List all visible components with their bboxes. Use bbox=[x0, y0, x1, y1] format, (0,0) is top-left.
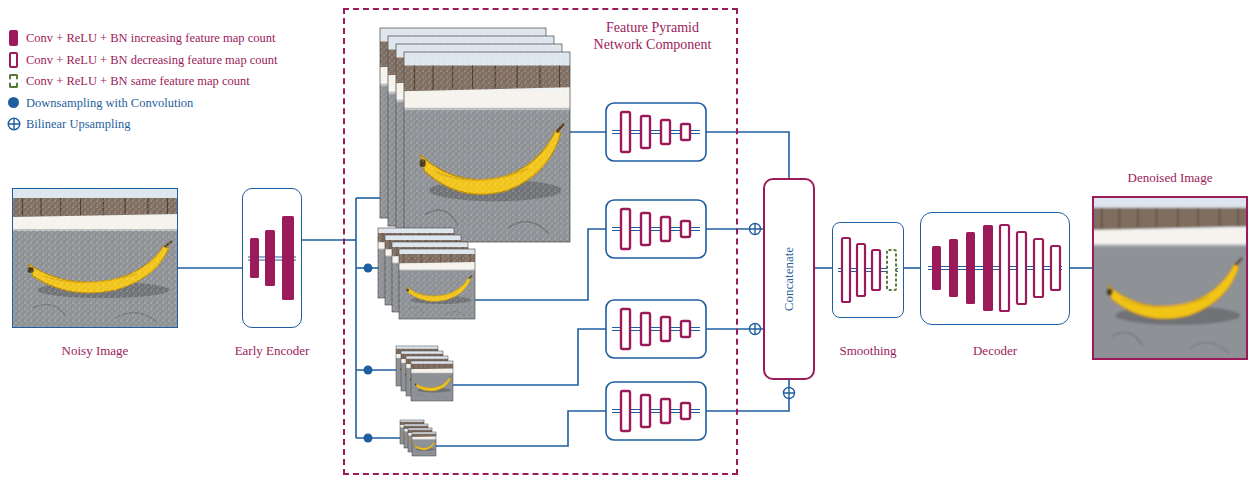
legend-swatch bbox=[9, 30, 18, 46]
encoder-layers bbox=[248, 216, 296, 300]
connector bbox=[302, 239, 343, 241]
pyramid-region: Feature Pyramid Network Component bbox=[343, 8, 738, 475]
decoder-layers bbox=[928, 225, 1062, 311]
legend-text: Conv + ReLU + BN decreasing feature map … bbox=[26, 52, 278, 68]
downsampling-dots bbox=[364, 264, 373, 443]
connector bbox=[904, 267, 920, 269]
connector bbox=[815, 267, 832, 269]
pyramid-blocks bbox=[606, 103, 706, 440]
legend-text: Conv + ReLU + BN increasing feature map … bbox=[26, 30, 275, 46]
connector bbox=[1070, 267, 1092, 269]
upsampling-icon bbox=[7, 117, 21, 131]
node-label: Early Encoder bbox=[235, 343, 310, 359]
smoothing-layers bbox=[838, 238, 898, 302]
node-label: Feature Pyramid Network Component bbox=[590, 20, 715, 54]
input-image-frame: Noisy Image bbox=[12, 188, 178, 328]
legend-row: Bilinear Upsampling bbox=[6, 115, 336, 133]
legend: Conv + ReLU + BN increasing feature map … bbox=[6, 29, 336, 141]
decoder-box: Decoder bbox=[920, 212, 1070, 325]
connector bbox=[178, 267, 242, 269]
legend-swatch bbox=[9, 74, 18, 88]
legend-swatch bbox=[7, 117, 21, 131]
legend-row: Conv + ReLU + BN same feature map count bbox=[6, 72, 336, 90]
feature-maps-small bbox=[396, 346, 453, 401]
feature-maps-large bbox=[380, 28, 570, 242]
feature-maps-tiny bbox=[400, 420, 436, 456]
smoothing-box: Smoothing bbox=[832, 222, 904, 318]
legend-text: Bilinear Upsampling bbox=[26, 116, 131, 132]
node-label: Concatenate bbox=[781, 247, 797, 311]
legend-row: Conv + ReLU + BN increasing feature map … bbox=[6, 29, 336, 47]
node-label: Denoised Image bbox=[1128, 170, 1213, 186]
encoder-box: Early Encoder bbox=[242, 188, 302, 328]
denoised-photo bbox=[1092, 196, 1248, 360]
concatenate-box: Concatenate bbox=[763, 178, 815, 380]
legend-text: Conv + ReLU + BN same feature map count bbox=[26, 73, 250, 89]
legend-swatch bbox=[8, 97, 19, 108]
output-image-frame: Denoised Image bbox=[1092, 196, 1248, 360]
node-label: Decoder bbox=[973, 343, 1017, 359]
node-label: Noisy Image bbox=[62, 343, 129, 359]
legend-swatch bbox=[9, 52, 18, 68]
feature-maps-medium bbox=[378, 228, 475, 319]
legend-row: Downsampling with Convolution bbox=[6, 94, 336, 112]
legend-row: Conv + ReLU + BN decreasing feature map … bbox=[6, 51, 336, 69]
legend-text: Downsampling with Convolution bbox=[26, 95, 193, 111]
noisy-photo bbox=[12, 188, 178, 328]
node-label: Smoothing bbox=[839, 343, 896, 359]
